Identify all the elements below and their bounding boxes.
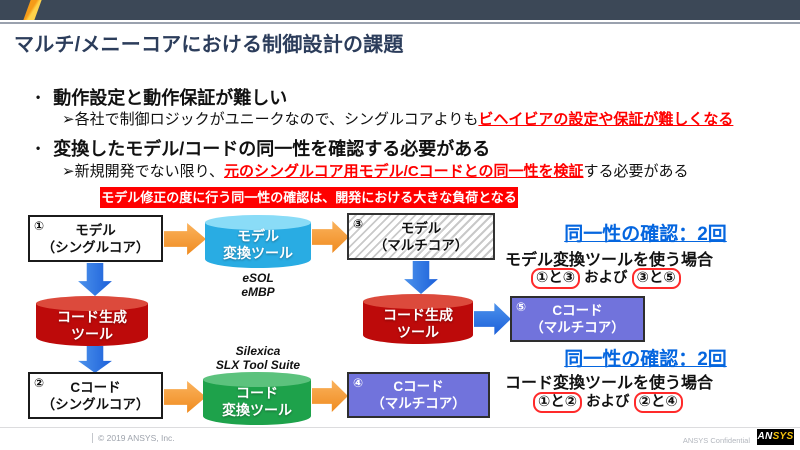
check-1-case-label: モデル変換ツールを使う場合: [505, 252, 714, 269]
arrow-ccode2-to-codeconv: [164, 381, 206, 413]
check-2-pair-2: ②と④: [633, 392, 683, 413]
vendor-label-esol-embp: eSOL eMBP: [205, 271, 311, 299]
arrow-modelconv-to-model3: [312, 221, 349, 253]
check-1-pair-2: ③と⑤: [631, 268, 681, 289]
bullet-2-sub-highlight: 元のシングルコア用モデル/Cコードとの同一性を検証: [223, 163, 584, 180]
vendor-esol: eSOL: [242, 271, 274, 285]
vendor-slx-tool-suite: SLX Tool Suite: [215, 358, 301, 372]
check-1-heading: 同一性の確認：2回: [564, 224, 727, 245]
arrow-model1-to-modelconv: [164, 223, 206, 255]
footer-copyright: © 2019 ANSYS, Inc.: [92, 433, 175, 443]
check-2-case-label: コード変換ツールを使う場合: [505, 375, 714, 392]
cylinder-top-ellipse: [36, 296, 148, 311]
box-2-label-line1: Cコード: [70, 379, 121, 395]
cylinder-code-generation-tool-left: コード生成 ツール: [36, 296, 148, 346]
bullet-2-sub-suffix: する必要がある: [583, 163, 689, 180]
cylinder-label: モデル 変換ツール: [205, 228, 311, 262]
box-4-number: ④: [353, 376, 364, 390]
box-ccode-multicore-4: ④ Cコード （マルチコア）: [347, 372, 490, 418]
vendor-label-silexica: Silexica SLX Tool Suite: [190, 344, 326, 372]
modelconv-label-line1: モデル: [237, 228, 279, 244]
cylinder-label: コード 変換ツール: [203, 385, 311, 419]
bullet-2-subtext: ➢新規開発でない限り、元のシングルコア用モデル/Cコードとの同一性を検証する必要…: [62, 160, 689, 181]
box-4-label-line2: （マルチコア）: [371, 396, 466, 411]
bullet-2-text: 変換したモデル/コードの同一性を確認する必要がある: [53, 139, 491, 159]
cylinder-model-conversion-tool: モデル 変換ツール: [205, 215, 311, 268]
bullet-2-sub-prefix: ➢新規開発でない限り、: [62, 163, 224, 180]
bullet-marker: •: [36, 141, 41, 155]
ansys-logo-an: AN: [757, 431, 773, 442]
cylinder-code-generation-tool-right: コード生成 ツール: [363, 294, 473, 344]
check-2-connector: および: [586, 394, 630, 410]
box-model-singlecore: ① モデル （シングルコア）: [28, 215, 163, 262]
box-2-label-line2: （シングルコア）: [41, 396, 150, 412]
bullet-item-1: • 動作設定と動作保証が難しい: [36, 84, 287, 110]
arrow-codeconv-to-ccode4: [312, 380, 348, 412]
footer-divider: [0, 427, 800, 428]
codeconv-line1: コード: [236, 385, 278, 401]
check-2-heading: 同一性の確認：2回: [564, 349, 727, 370]
box-3-label-line1: モデル: [400, 220, 442, 236]
cylinder-top-ellipse: [203, 372, 311, 387]
check-1-pair-1: ①と③: [531, 268, 581, 289]
box-1-label-line2: （シングルコア）: [41, 239, 150, 255]
cylinder-code-conversion-tool: コード 変換ツール: [203, 372, 311, 425]
header-bar: [0, 0, 800, 20]
bullet-1-subtext: ➢各社で制御ロジックがユニークなので、シングルコアよりもビヘイビアの設定や保証が…: [62, 108, 733, 129]
bullet-1-sub-prefix: ➢各社で制御ロジックがユニークなので、シングルコアよりも: [62, 111, 479, 128]
box-1-number: ①: [34, 219, 45, 233]
codegen-right-line1: コード生成: [383, 307, 453, 323]
vendor-silexica: Silexica: [235, 344, 281, 358]
box-ccode-multicore-5: ⑤ Cコード （マルチコア）: [510, 296, 645, 342]
box-5-label-line2: （マルチコア）: [530, 320, 625, 335]
box-3-label-line2: （マルチコア）: [373, 237, 469, 253]
arrow-model1-to-codegen: [78, 263, 112, 296]
bullet-1-text: 動作設定と動作保証が難しい: [53, 88, 288, 108]
box-2-number: ②: [34, 376, 45, 390]
arrow-model3-to-codegen: [404, 261, 438, 294]
ansys-logo: ANSYS: [757, 429, 794, 445]
vendor-embp: eMBP: [241, 285, 275, 299]
ansys-logo-sys: SYS: [772, 431, 794, 442]
codeconv-line2: 変換ツール: [222, 402, 292, 418]
page-title: マルチ/メニーコアにおける制御設計の課題: [14, 34, 404, 56]
brand-slash-icon: [23, 0, 42, 20]
cylinder-label: コード生成 ツール: [36, 309, 148, 343]
box-3-number: ③: [353, 217, 364, 231]
box-model-multicore: ③ モデル （マルチコア）: [347, 213, 495, 260]
arrow-codegen-to-ccode5: [474, 303, 511, 335]
bullet-item-2: • 変換したモデル/コードの同一性を確認する必要がある: [36, 135, 490, 161]
box-5-label-line1: Cコード: [552, 303, 603, 318]
box-ccode-singlecore: ② Cコード （シングルコア）: [28, 372, 163, 419]
cylinder-top-ellipse: [205, 215, 311, 230]
bullet-1-sub-highlight: ビヘイビアの設定や保証が難しくなる: [478, 111, 734, 128]
arrow-codegen-to-ccode2: [78, 346, 112, 373]
codegen-left-line1: コード生成: [57, 309, 127, 325]
codegen-right-line2: ツール: [397, 324, 439, 340]
modelconv-label-line2: 変換ツール: [223, 245, 293, 261]
warning-banner: モデル修正の度に行う同一性の確認は、開発における大きな負荷となる: [100, 187, 518, 208]
cylinder-label: コード生成 ツール: [363, 307, 473, 341]
check-2-pair-1: ①と②: [533, 392, 583, 413]
box-1-label-line1: モデル: [75, 222, 116, 238]
check-1-connector: および: [584, 270, 628, 286]
box-4-label-line1: Cコード: [393, 379, 444, 394]
cylinder-top-ellipse: [363, 294, 473, 309]
codegen-left-line2: ツール: [71, 326, 113, 342]
header-divider: [0, 22, 800, 24]
bullet-marker: •: [36, 90, 41, 104]
footer-confidential: ANSYS Confidential: [682, 436, 750, 445]
box-5-number: ⑤: [516, 300, 527, 314]
